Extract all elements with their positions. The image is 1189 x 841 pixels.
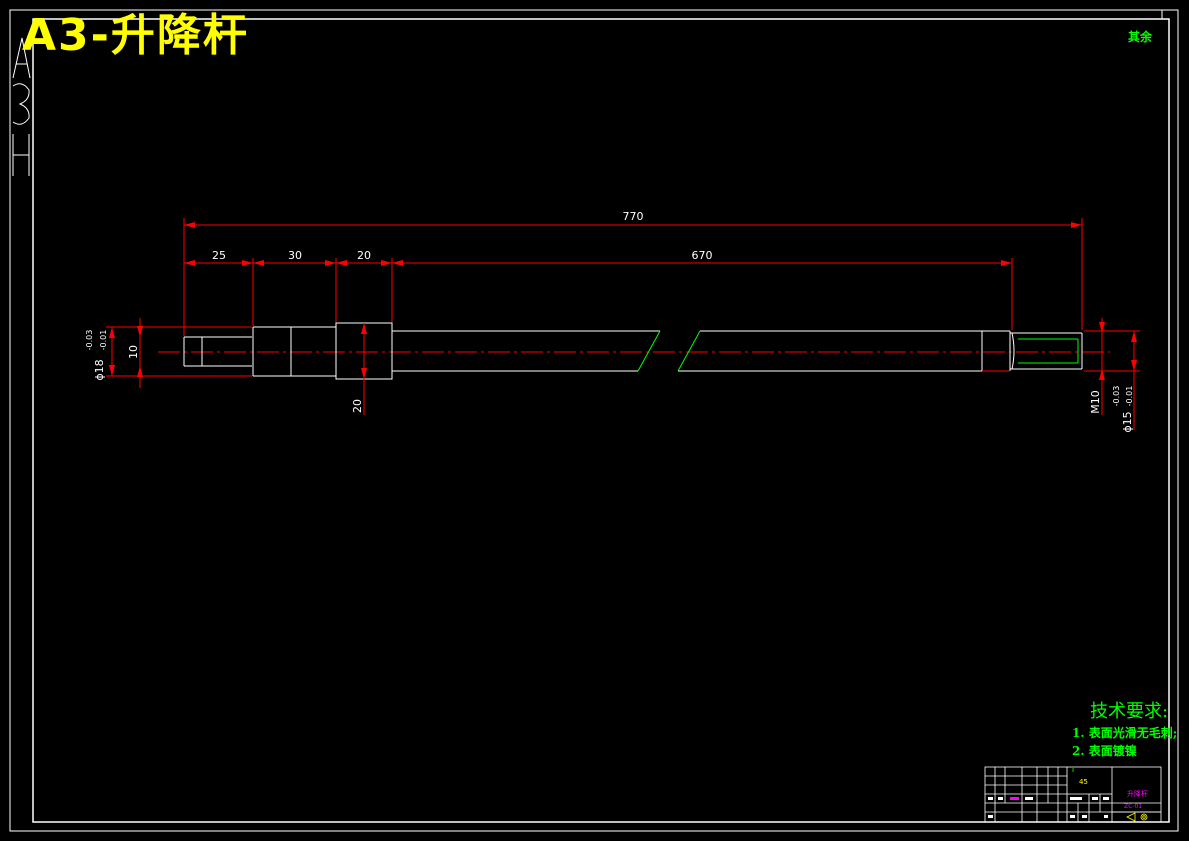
sheet-size-marker — [12, 37, 31, 176]
dim-770: 770 — [623, 210, 644, 223]
dim-left-diameter: ϕ18 — [93, 359, 106, 380]
title-block-part-name: 升降杆 — [1127, 790, 1148, 798]
dim-30: 30 — [288, 249, 302, 262]
title-block — [984, 766, 1162, 823]
dim-20-length: 20 — [357, 249, 371, 262]
dim-670: 670 — [692, 249, 713, 262]
title-block-material: 45 — [1079, 778, 1088, 786]
outer-frame — [9, 9, 1179, 832]
surface-finish-note: 其余 — [1128, 30, 1153, 44]
arrowheads — [109, 222, 1137, 380]
inner-frame — [32, 18, 1170, 823]
dim-25: 25 — [212, 249, 226, 262]
thread-lines — [1018, 338, 1079, 364]
tech-requirements-heading: 技术要求: — [1090, 701, 1169, 722]
title-block-symbols — [1072, 768, 1148, 822]
title-block-cell-marks — [988, 797, 1109, 818]
tech-requirement-1: 1. 表面光滑无毛刺; — [1072, 726, 1178, 740]
dim-thread: M10 — [1089, 390, 1102, 414]
title-block-drawing-number: ZC-01 — [1124, 803, 1143, 810]
dim-left-tol-upper: -0.03 — [85, 330, 94, 351]
dim-right-tol-lower: -0.01 — [1125, 386, 1134, 407]
dim-right-tol-upper: -0.03 — [1112, 386, 1121, 407]
dim-collar-20: 20 — [351, 399, 364, 413]
dim-right-diameter: ϕ15 — [1121, 411, 1134, 432]
dimension-lines — [106, 218, 1140, 430]
drawing-title: A3-升降杆 — [22, 10, 249, 61]
tech-requirement-2: 2. 表面镀镍 — [1072, 744, 1137, 758]
break-lines — [637, 330, 701, 372]
dim-left-tol-lower: -0.01 — [99, 330, 108, 351]
shaft-outline — [183, 322, 1083, 380]
dim-left-width: 10 — [127, 345, 140, 359]
